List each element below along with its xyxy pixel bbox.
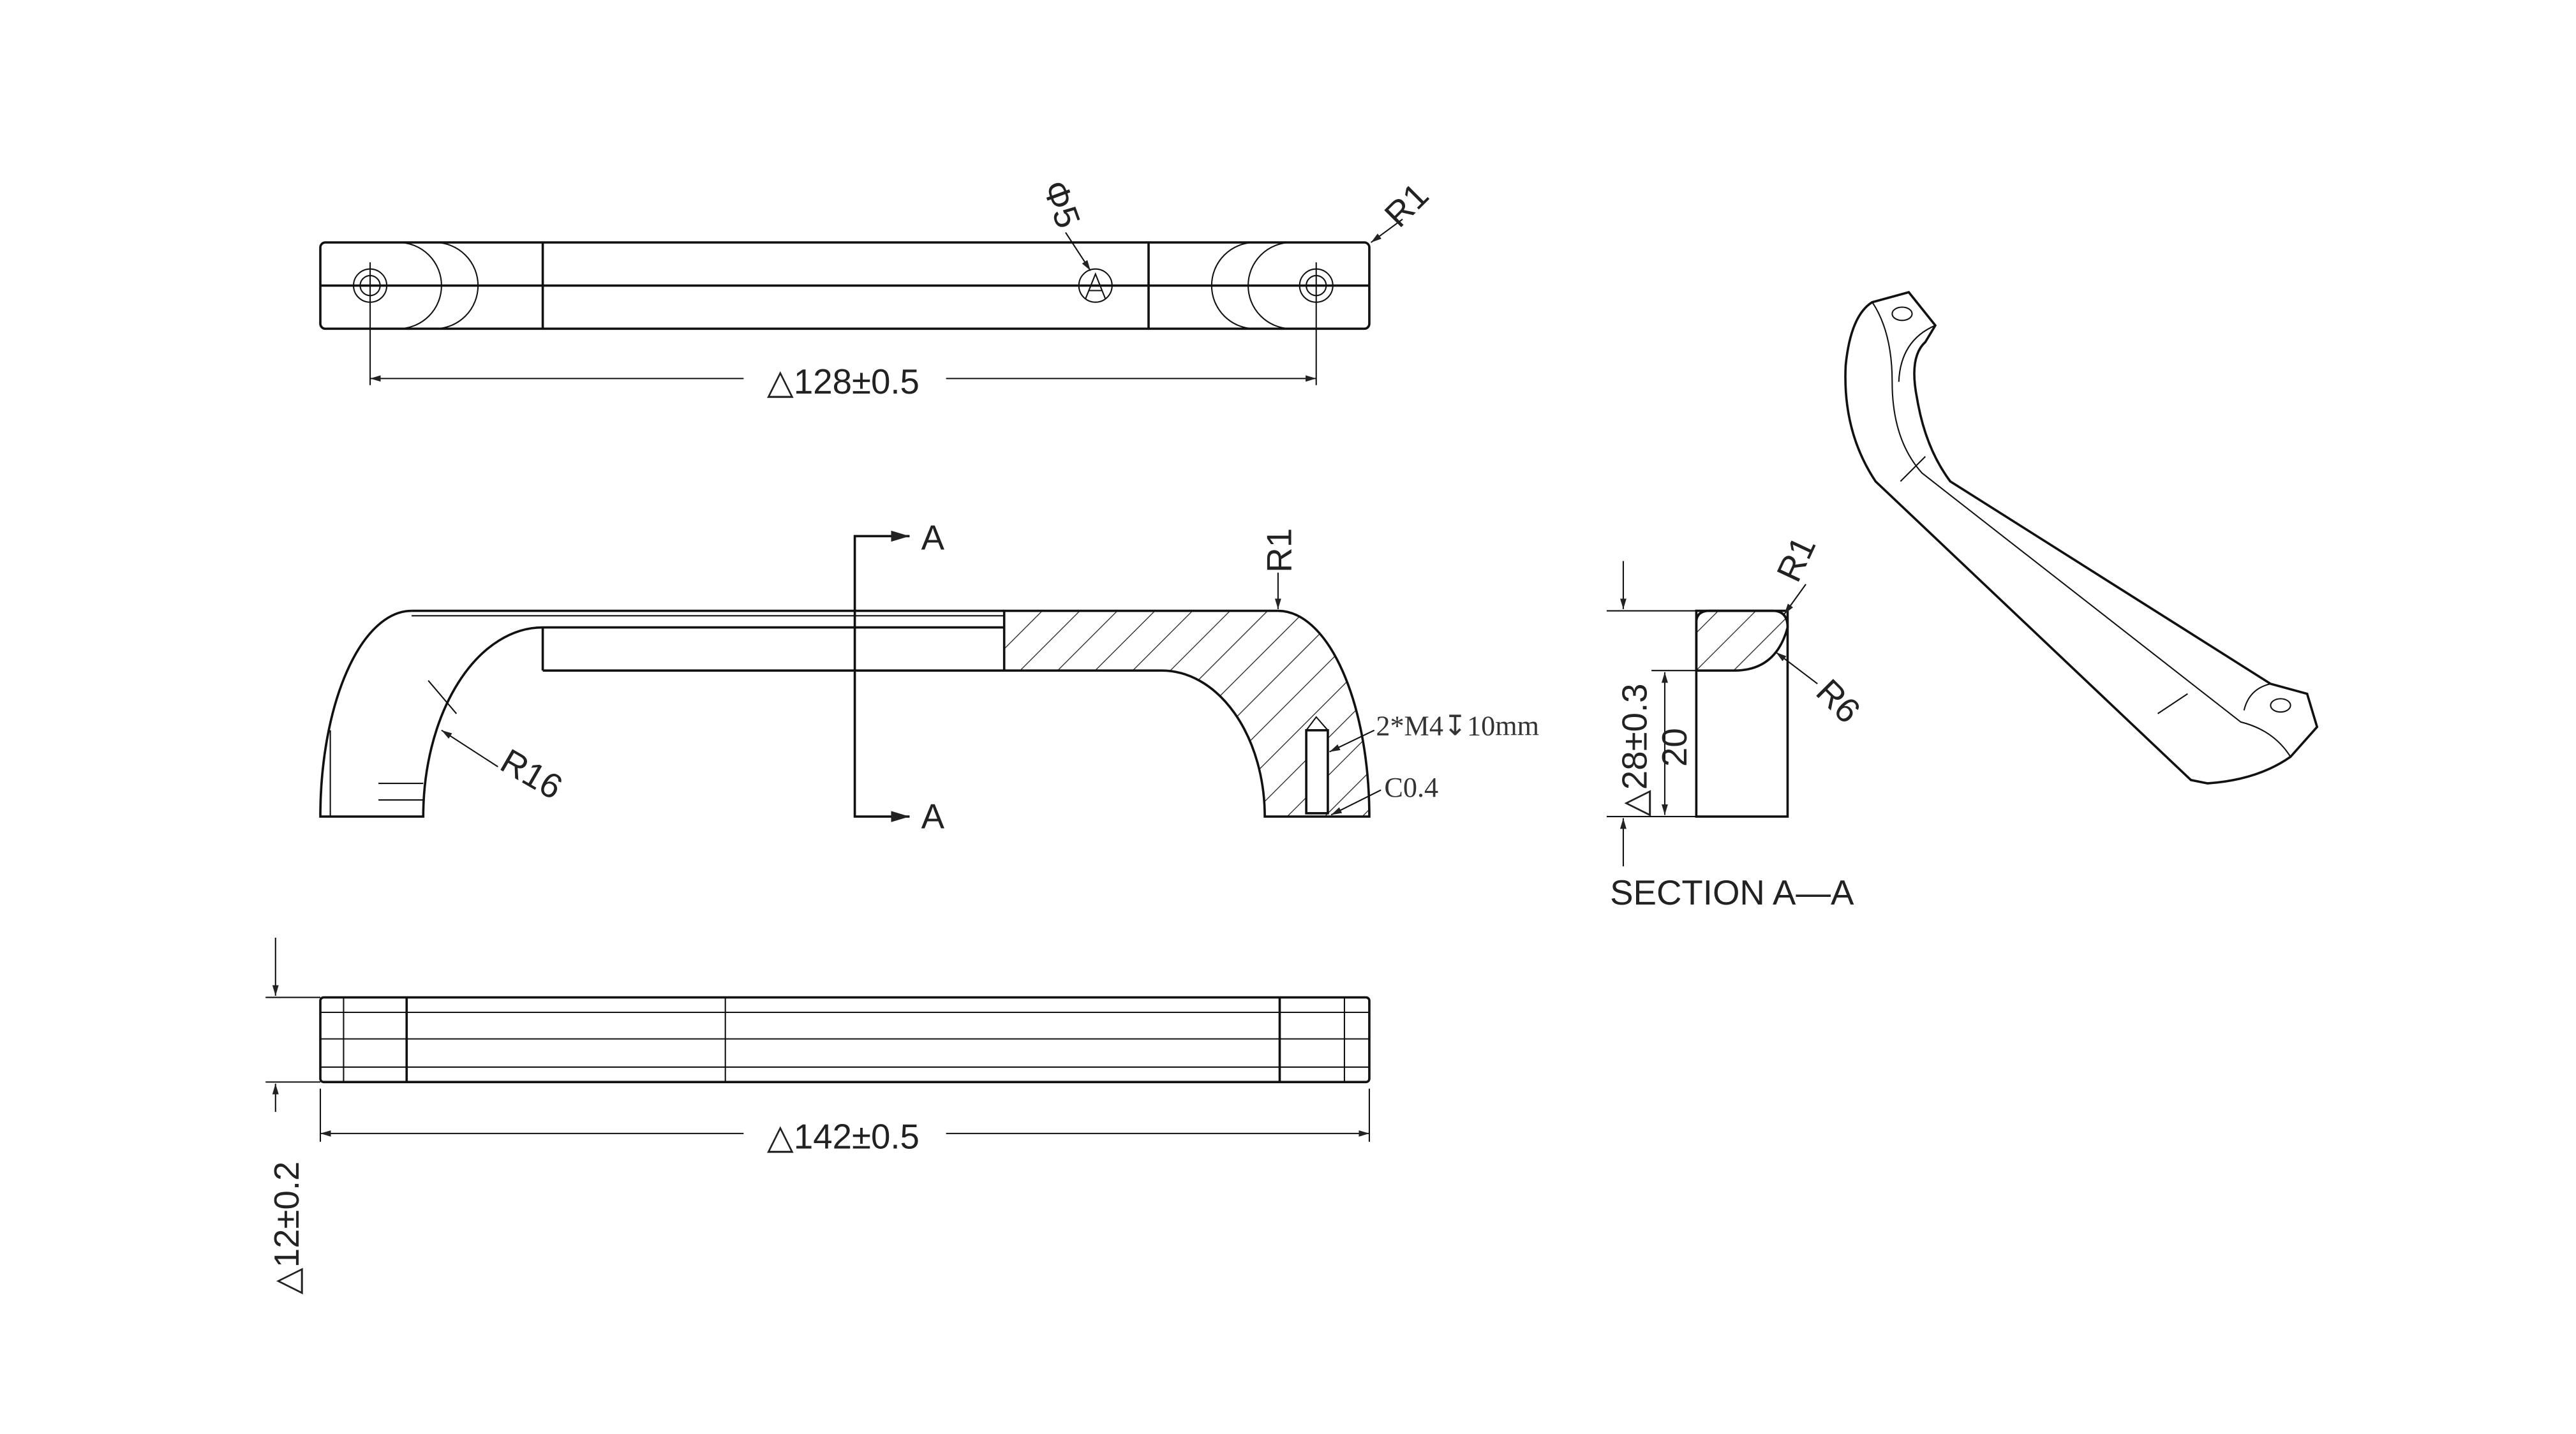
hole-diameter-label: Φ5 [1035, 175, 1088, 233]
top-length-dimension: △128±0.5 [767, 362, 919, 401]
bottom-length-dimension: △142±0.5 [767, 1117, 919, 1156]
logo-mark [1078, 268, 1113, 303]
section-mark-bottom: A [921, 797, 945, 836]
top-radius-label: R1 [1377, 175, 1436, 234]
section-inner-dimension: 20 [1655, 728, 1694, 767]
top-view: △128±0.5 Φ5 R1 [319, 175, 1436, 401]
section-radius-r1: R1 [1769, 531, 1824, 588]
section-radius-r6: R6 [1809, 672, 1868, 730]
inner-radius-label: R16 [494, 741, 569, 807]
mounting-hole-right [1299, 262, 1334, 385]
mounting-hole-left [353, 262, 388, 385]
chamfer-note: C0.4 [1384, 772, 1438, 803]
front-radius-r1: R1 [1260, 528, 1299, 573]
front-view: A A R1 R16 2*M4↧10mm C0.4 [319, 518, 1539, 836]
isometric-view [1844, 291, 2319, 785]
section-view: △28±0.3 20 R1 R6 SECTION A—A [1606, 531, 1868, 912]
thread-note: 2*M4↧10mm [1376, 711, 1539, 742]
thickness-dimension: △12±0.2 [267, 1162, 306, 1295]
section-mark-top: A [921, 518, 945, 557]
section-title: SECTION A—A [1610, 873, 1854, 912]
section-height-dimension: △28±0.3 [1615, 683, 1654, 817]
bottom-view: △12±0.2 △142±0.5 [265, 937, 1371, 1295]
